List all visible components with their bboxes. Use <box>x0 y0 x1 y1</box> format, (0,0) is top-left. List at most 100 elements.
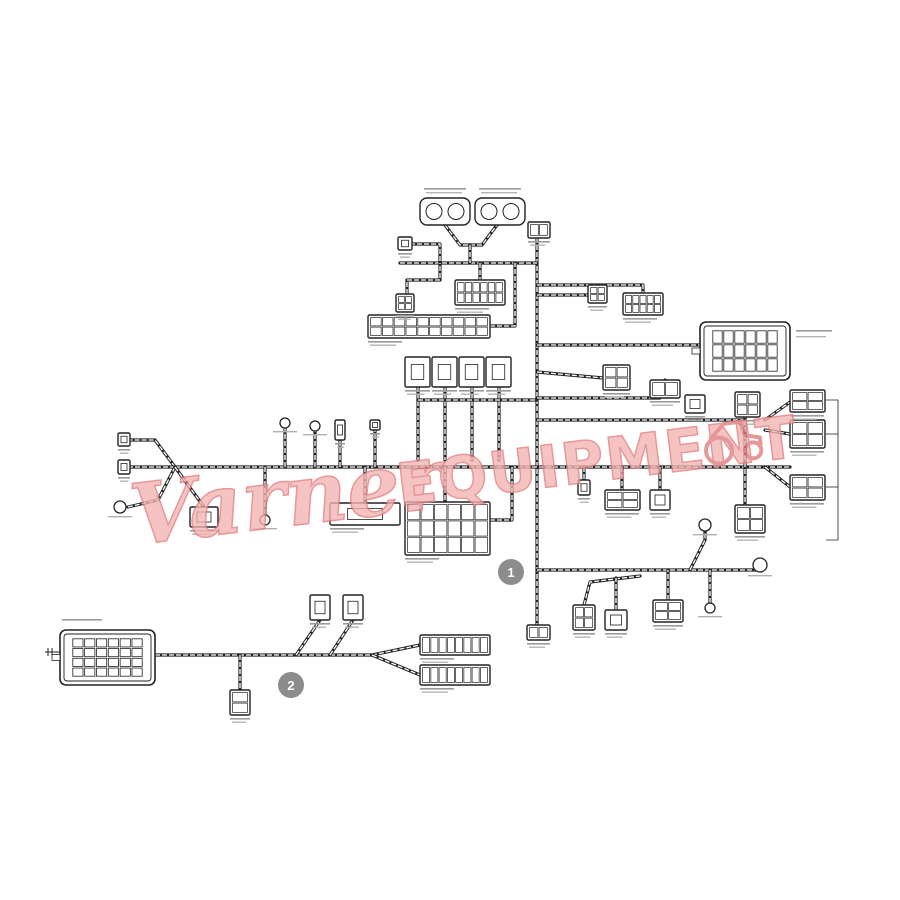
connector-pin <box>96 648 108 658</box>
connector-pin <box>417 326 429 336</box>
connector-pin <box>737 394 748 405</box>
connector-pin <box>646 295 654 304</box>
connector <box>622 292 664 316</box>
connector-pin <box>654 304 661 313</box>
label-mark <box>343 623 363 625</box>
connector-pin <box>407 520 421 537</box>
leader-line <box>826 399 839 541</box>
connector <box>404 356 431 388</box>
connector-pin <box>382 326 394 336</box>
harness-wire-core <box>764 401 791 421</box>
callout-label: 1 <box>507 565 514 580</box>
connector-pin <box>767 358 778 372</box>
label-mark <box>590 309 604 311</box>
connector-pin <box>737 519 750 531</box>
label-mark <box>605 633 627 635</box>
connector <box>229 689 251 716</box>
connector-pin <box>437 364 452 380</box>
round-terminal <box>704 602 716 614</box>
connector-pin <box>422 667 431 683</box>
connector-latch <box>691 347 701 355</box>
connector-pin <box>655 611 668 620</box>
label-mark <box>345 626 359 628</box>
label-mark <box>407 561 433 563</box>
label-mark <box>529 646 546 648</box>
connector-pin <box>734 330 745 344</box>
connector-pin <box>441 326 453 336</box>
round-terminal <box>259 514 271 526</box>
connector-housing <box>649 489 671 511</box>
connector-housing <box>734 391 761 418</box>
connectors <box>45 197 826 716</box>
harness-wire-core <box>371 654 421 676</box>
label-mark <box>748 575 772 577</box>
connector <box>117 459 131 475</box>
connector-pin <box>575 607 584 618</box>
connector <box>577 479 591 496</box>
label-mark <box>573 633 595 635</box>
connector-pin <box>747 404 758 415</box>
label-mark <box>796 330 832 332</box>
connector-pin <box>107 657 119 667</box>
connector-pin <box>457 292 465 303</box>
tractor-icon <box>704 419 764 466</box>
connector-pin <box>622 500 638 508</box>
connector-pin <box>807 487 823 498</box>
connector-pin <box>84 648 96 658</box>
connector <box>602 364 631 391</box>
label-mark <box>652 516 666 518</box>
connector-inner-frame <box>63 633 152 682</box>
callout-circle <box>498 559 524 585</box>
connector-pin <box>464 282 473 293</box>
connector-pin <box>347 508 383 520</box>
connector-pin <box>441 317 453 327</box>
cluster-connector <box>691 321 791 381</box>
connector-pin <box>438 667 447 683</box>
connector-housing <box>789 389 826 413</box>
label-mark <box>737 539 758 541</box>
label-mark <box>337 446 344 448</box>
label-mark <box>273 431 297 433</box>
connector-housing <box>404 501 491 556</box>
connector <box>527 221 551 239</box>
connector <box>189 506 219 528</box>
connector-inner-frame <box>703 325 787 377</box>
label-mark <box>530 244 546 246</box>
headlamp-connector <box>474 197 526 226</box>
label-mark <box>120 480 129 482</box>
connector-pin <box>723 344 734 358</box>
connector-pin <box>464 326 476 336</box>
label-mark <box>118 449 130 451</box>
connector-pin <box>580 483 588 492</box>
harness-lines <box>126 223 839 692</box>
label-mark <box>398 318 411 320</box>
connector-pin <box>639 304 647 313</box>
connector-pin <box>471 667 480 683</box>
connector <box>789 419 826 449</box>
connector-pin <box>420 536 434 553</box>
label-mark <box>625 321 651 323</box>
connector-pin <box>575 617 584 628</box>
connector-housing <box>526 624 551 641</box>
connector <box>789 389 826 413</box>
round-terminal <box>698 518 712 532</box>
connector-pin <box>590 287 598 294</box>
label-mark <box>422 691 448 693</box>
connector-pin <box>420 520 434 537</box>
connector-pin <box>461 504 475 521</box>
connector-pin <box>665 382 678 396</box>
round-terminal <box>113 500 127 514</box>
harness-wire-core <box>174 466 205 508</box>
connector-pin <box>750 507 763 519</box>
connector-pin <box>119 657 131 667</box>
harness-wire-core <box>490 467 513 521</box>
connector-pin <box>487 292 496 303</box>
connector-pin <box>807 401 823 410</box>
connector-pin <box>767 344 778 358</box>
connector-pin <box>420 504 434 521</box>
connector-housing <box>572 604 596 631</box>
connector-housing <box>397 236 413 251</box>
connector-pin <box>646 304 654 313</box>
connector-housing <box>229 689 251 716</box>
connector-pin <box>417 317 429 327</box>
